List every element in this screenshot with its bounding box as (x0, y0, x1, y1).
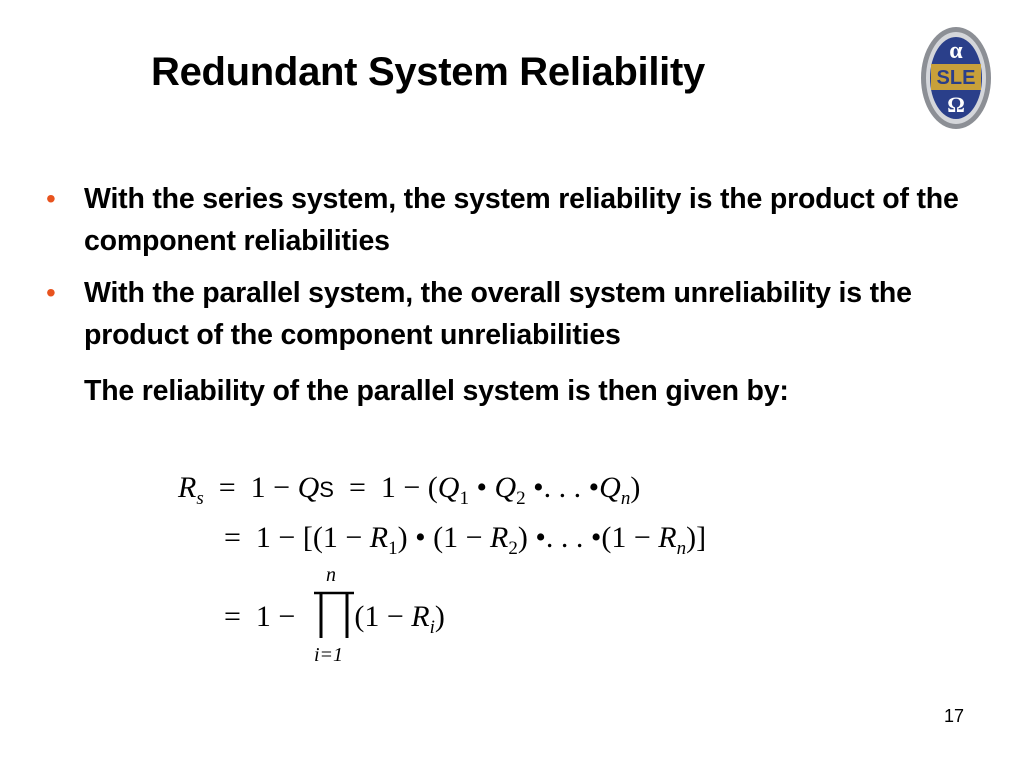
logo-sle: SLE (937, 67, 976, 89)
symbol-r: R (369, 521, 389, 554)
number: 1 (255, 521, 271, 554)
reliability-formula: Rs = 1 − QS = 1 − (Q1 • Q2 •. . . •Qn) =… (178, 460, 798, 675)
subscript: n (676, 538, 687, 559)
symbol-r: R (658, 521, 677, 554)
bullet-list: • With the series system, the system rel… (44, 178, 1004, 412)
term: (1 − (312, 521, 363, 554)
formula-intro: The reliability of the parallel system i… (84, 375, 789, 407)
subscript: S (319, 477, 334, 502)
minus: − (273, 471, 291, 504)
number: 1 (250, 471, 266, 504)
symbol-r: R (178, 471, 197, 504)
product-lower-limit: i=1 (314, 644, 344, 666)
equals: = (224, 521, 241, 554)
page-number: 17 (943, 706, 964, 726)
number: 1 (255, 600, 271, 633)
logo-alpha: α (949, 38, 963, 64)
subscript: 2 (508, 538, 518, 559)
sle-logo: α SLE Ω (921, 27, 991, 129)
paren: ) (630, 471, 641, 504)
subscript: s (196, 488, 204, 509)
product-upper-limit: n (326, 564, 336, 586)
logo-omega: Ω (947, 92, 965, 117)
bullet-text: With the parallel system, the overall sy… (84, 277, 912, 351)
paren: ) (434, 600, 445, 633)
symbol-q: Q (437, 471, 460, 504)
paren: ) (517, 521, 528, 554)
bullet-text: With the series system, the system relia… (84, 183, 959, 257)
symbol-r: R (490, 521, 509, 554)
minus: − (278, 521, 296, 554)
bullet-marker: • (46, 183, 56, 214)
equals: = (224, 600, 241, 633)
formula-line-1: Rs = 1 − QS = 1 − (Q1 • Q2 •. . . •Qn) (178, 470, 640, 510)
product-symbol (314, 591, 354, 638)
symbol-q: Q (599, 471, 621, 504)
subscript: n (620, 488, 631, 509)
equals: = (218, 471, 236, 504)
slide-title: Redundant System Reliability (151, 50, 705, 94)
term: (1 − (354, 600, 404, 633)
ellipsis: •. . . • (535, 521, 602, 554)
bullet-item: • With the series system, the system rel… (44, 178, 1004, 262)
subscript: i (429, 617, 435, 638)
subscript: 1 (388, 538, 398, 559)
paren: ) (686, 521, 697, 554)
term: (1 − (433, 521, 483, 554)
minus: − (403, 471, 421, 504)
number: 1 (380, 471, 396, 504)
bracket: ] (696, 521, 707, 554)
dot-operator: • (476, 471, 487, 504)
ellipsis: •. . . • (533, 471, 600, 504)
symbol-q: Q (494, 471, 517, 504)
formula-line-2: = 1 − [(1 − R1) • (1 − R2) •. . . •(1 − … (224, 520, 706, 560)
symbol-q: Q (297, 471, 320, 504)
subscript: 2 (516, 488, 526, 509)
bracket: [ (302, 521, 313, 554)
equals: = (348, 471, 366, 504)
paren: ( (427, 471, 438, 504)
bullet-item: • With the parallel system, the overall … (44, 272, 1004, 356)
term: (1 − (601, 521, 651, 554)
minus: − (278, 600, 296, 633)
formula-line-3: = 1 − (1 − Ri) (224, 599, 445, 639)
dot-operator: • (415, 521, 426, 554)
symbol-r: R (411, 600, 430, 633)
subscript: 1 (459, 488, 469, 509)
paren: ) (397, 521, 408, 554)
bullet-marker: • (46, 277, 56, 308)
